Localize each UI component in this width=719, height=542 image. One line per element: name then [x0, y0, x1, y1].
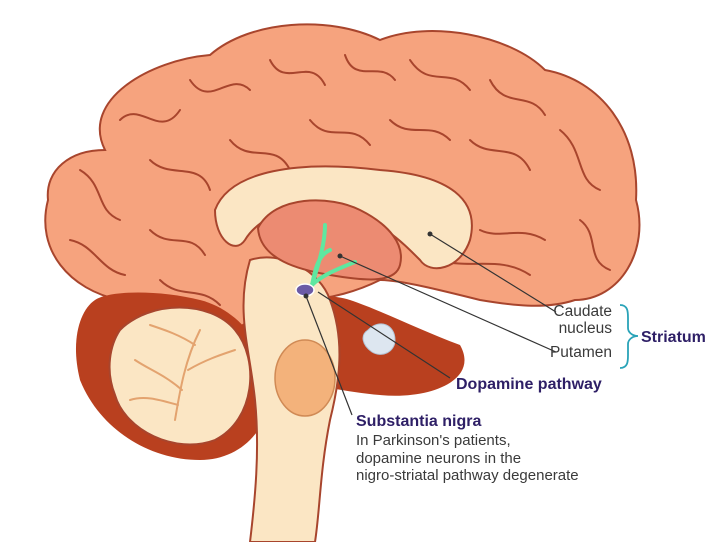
dopamine-pathway-label: Dopamine pathway	[456, 376, 602, 393]
description-line: dopamine neurons in the	[356, 450, 646, 468]
caudate-line2: nucleus	[520, 320, 612, 337]
description-line: nigro-striatal pathway degenerate	[356, 467, 646, 485]
putamen-label: Putamen	[520, 344, 612, 361]
striatum-bracket	[620, 305, 638, 368]
substantia-nigra-label: Substantia nigra	[356, 413, 481, 430]
striatum-label: Striatum	[641, 329, 706, 346]
description-line: In Parkinson's patients,	[356, 432, 646, 450]
substantia-nigra-description: In Parkinson's patients, dopamine neuron…	[356, 432, 646, 485]
pons	[275, 340, 335, 416]
caudate-line1: Caudate	[520, 303, 612, 320]
caudate-nucleus-label: Caudate nucleus	[520, 303, 612, 337]
